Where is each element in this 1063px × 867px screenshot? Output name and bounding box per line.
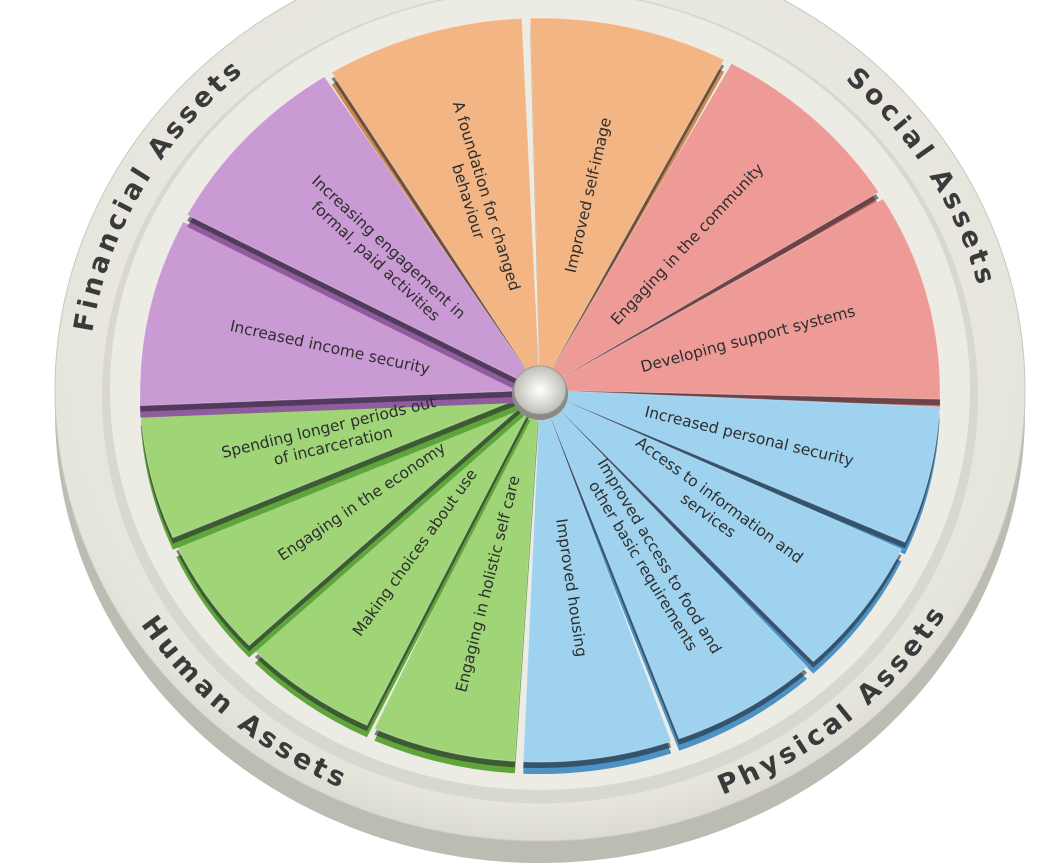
wedges: [139, 17, 941, 775]
hub: [513, 365, 567, 415]
